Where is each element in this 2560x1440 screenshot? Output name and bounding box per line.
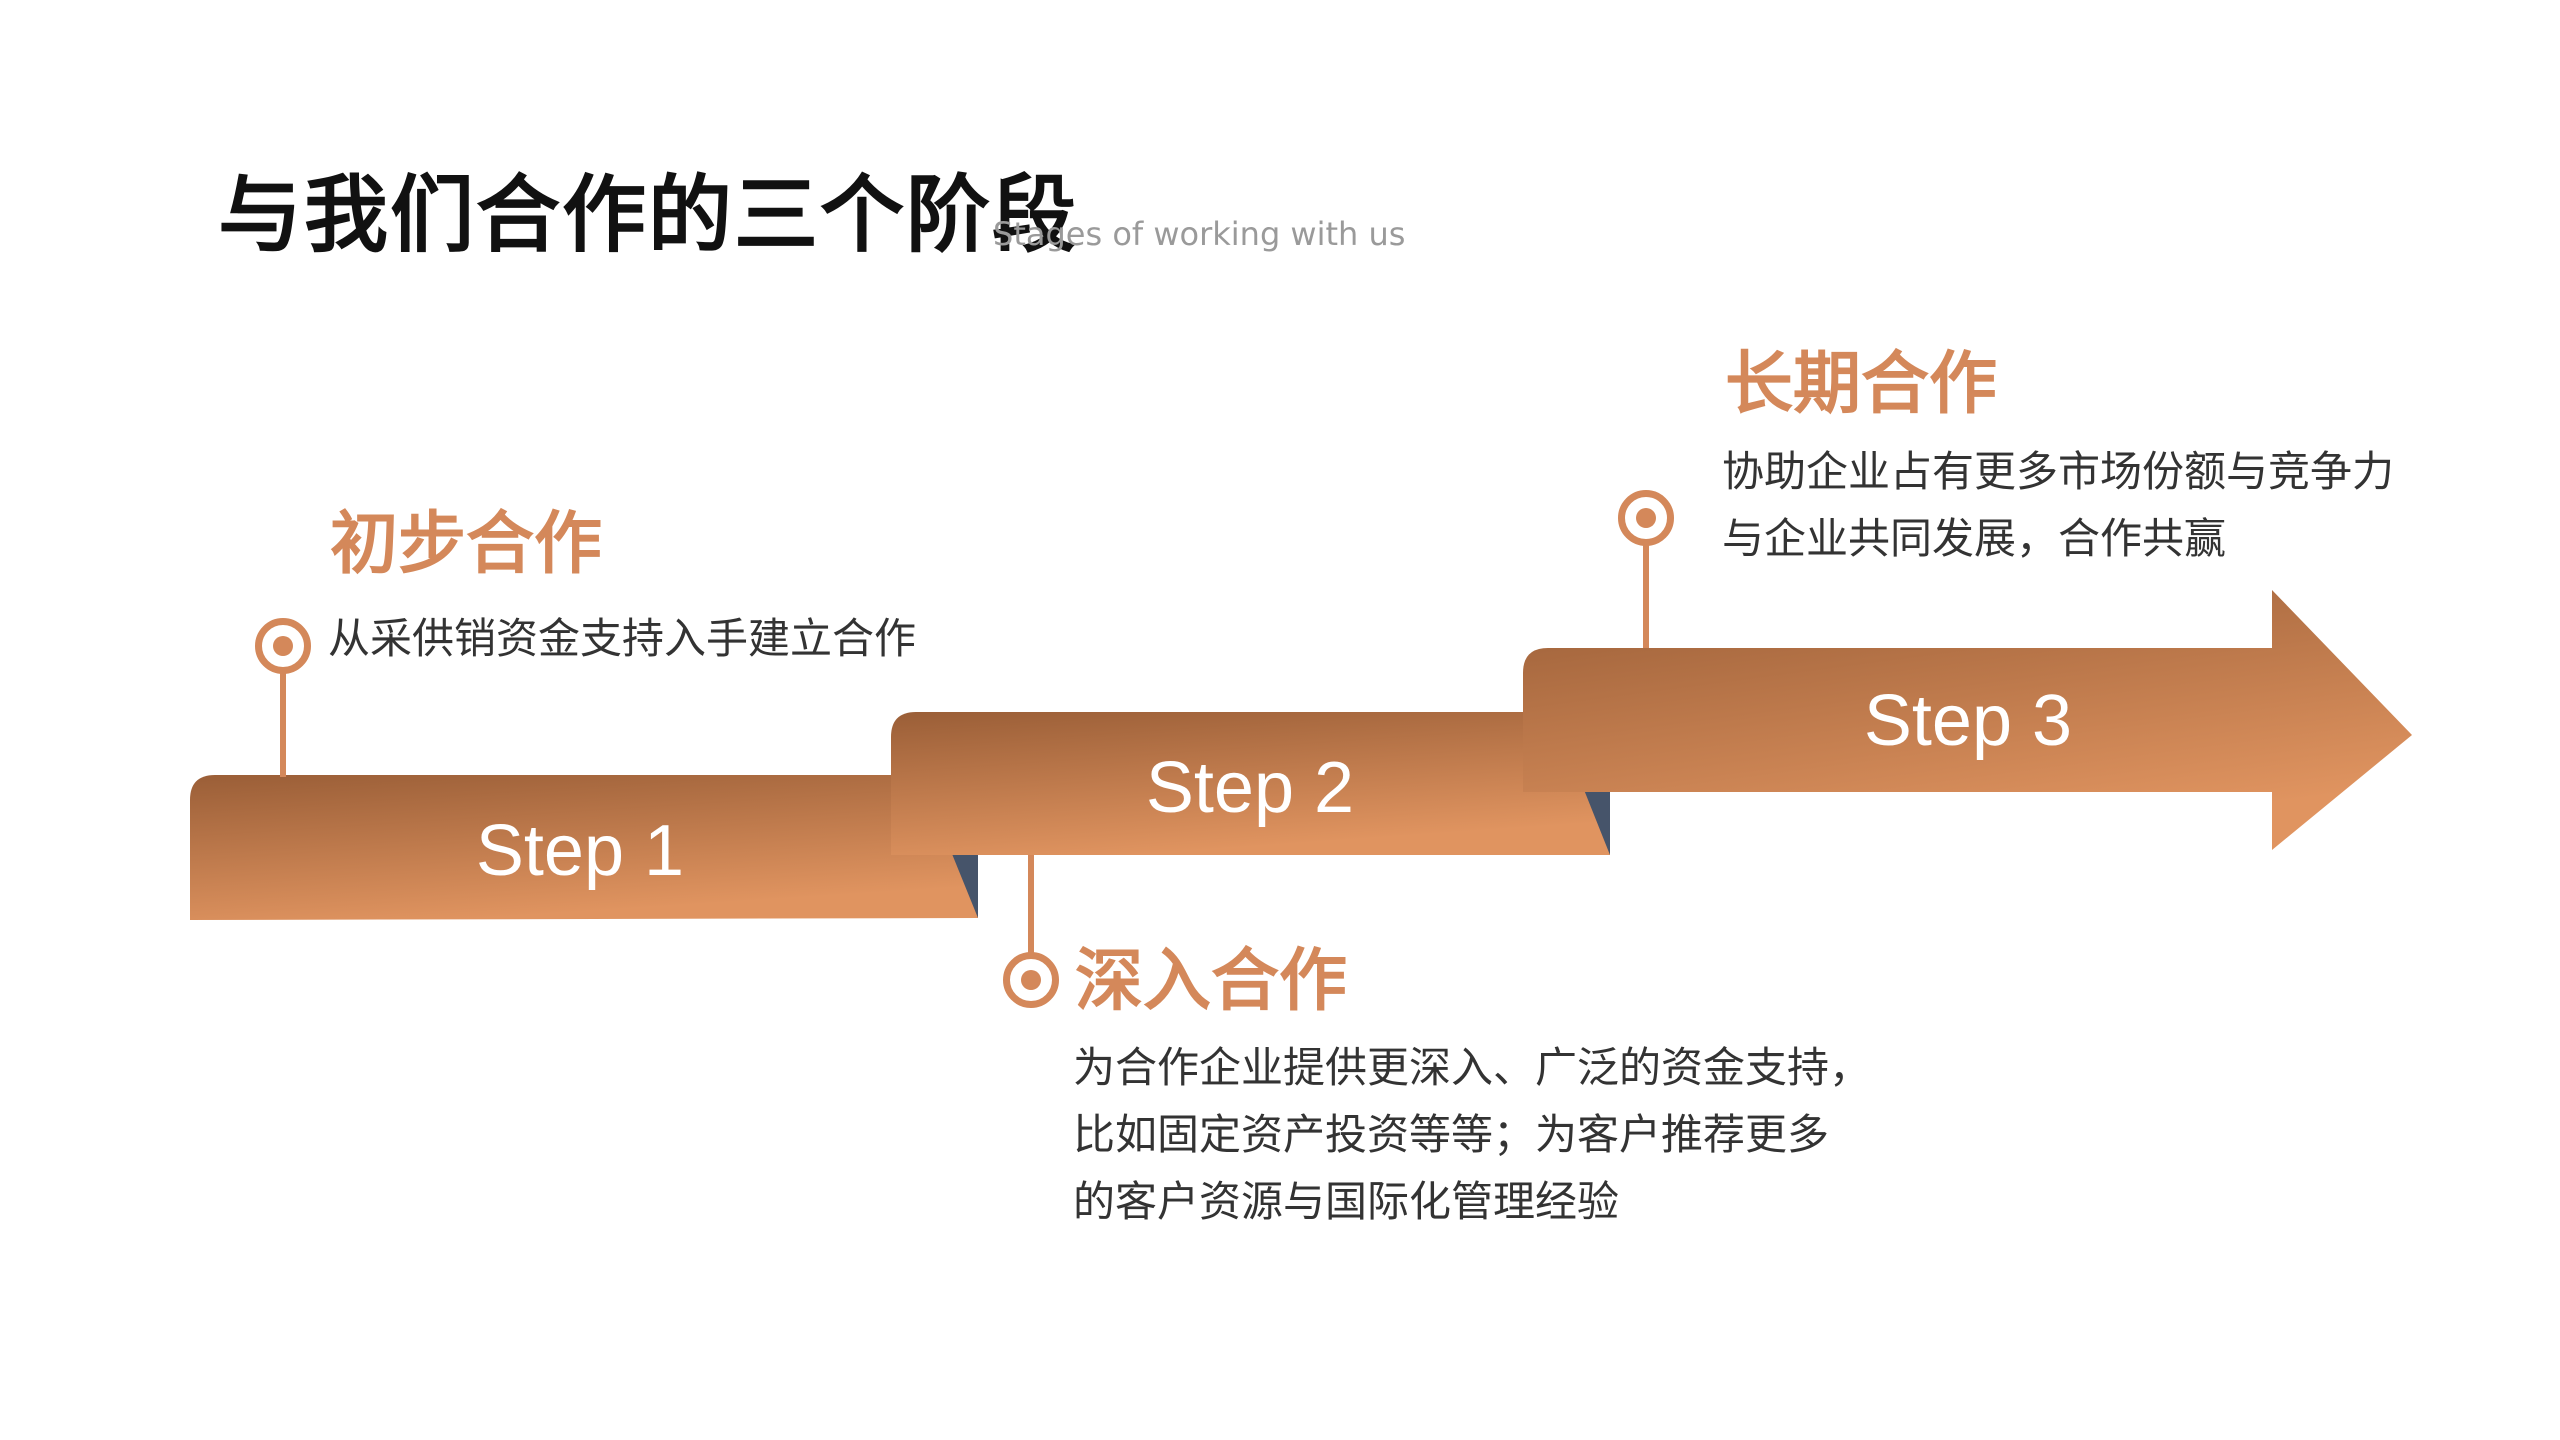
step3-label: Step 3 xyxy=(1864,681,2072,761)
stage3-desc-line: 与企业共同发展，合作共赢 xyxy=(1722,514,2227,563)
target-circle-icon xyxy=(1003,952,1059,1008)
stage2-desc-line: 为合作企业提供更深入、广泛的资金支持， xyxy=(1073,1043,1872,1092)
step3-arrow xyxy=(1523,590,2412,850)
stage3-desc-line: 协助企业占有更多市场份额与竞争力 xyxy=(1722,447,2395,496)
page-subtitle: Stages of working with us xyxy=(993,215,1406,253)
stage2-desc-line: 的客户资源与国际化管理经验 xyxy=(1073,1177,1620,1226)
target-circle-icon xyxy=(1618,490,1674,546)
step1-label: Step 1 xyxy=(476,811,684,891)
page-title: 与我们合作的三个阶段 xyxy=(218,166,1079,264)
stage1-connector xyxy=(280,672,286,777)
stage3-title: 长期合作 xyxy=(1725,345,1998,424)
stage2-connector xyxy=(1028,855,1034,963)
step1-banner xyxy=(190,775,978,920)
stage2-desc-line: 比如固定资产投资等等；为客户推荐更多 xyxy=(1073,1110,1830,1159)
stage3-connector xyxy=(1643,540,1649,648)
stage2-title: 深入合作 xyxy=(1075,942,1348,1021)
stage1-title: 初步合作 xyxy=(330,505,603,584)
stage1-desc-line: 从采供销资金支持入手建立合作 xyxy=(328,614,917,663)
step2-banner xyxy=(891,712,1610,855)
target-circle-icon xyxy=(255,618,311,674)
step2-label: Step 2 xyxy=(1146,748,1354,828)
